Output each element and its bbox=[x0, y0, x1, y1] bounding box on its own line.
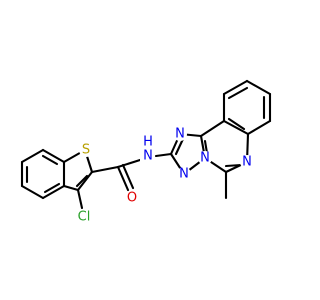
bond bbox=[116, 165, 130, 192]
bond bbox=[41, 184, 66, 200]
sulfur-atom: S bbox=[79, 143, 93, 158]
bond bbox=[76, 188, 84, 210]
bond bbox=[20, 148, 45, 164]
oxygen-atom: O bbox=[125, 191, 139, 206]
bond bbox=[245, 79, 272, 96]
bond bbox=[227, 117, 246, 131]
atom-label-n-quinazoline: N bbox=[242, 155, 252, 170]
bond bbox=[224, 163, 243, 168]
bond bbox=[121, 163, 135, 190]
bond bbox=[41, 154, 59, 166]
bond bbox=[222, 79, 249, 96]
quinazoline-n: N bbox=[240, 155, 254, 170]
bond bbox=[203, 139, 209, 155]
atom-label-h: H bbox=[143, 135, 153, 150]
bond bbox=[20, 184, 45, 200]
atom-label-n-triazole-bottom: N bbox=[179, 167, 189, 182]
bridge-n: N bbox=[198, 151, 212, 166]
chlorine-atom: Cl bbox=[71, 209, 97, 225]
bond bbox=[41, 148, 66, 164]
triazole-n-top: N bbox=[173, 127, 187, 142]
bond bbox=[116, 158, 142, 169]
bond bbox=[227, 86, 249, 100]
bond bbox=[76, 170, 94, 192]
bond bbox=[154, 152, 173, 158]
bond bbox=[62, 184, 80, 192]
bond bbox=[246, 119, 272, 136]
triazole-n-bottom: N bbox=[177, 167, 191, 182]
bond bbox=[174, 137, 185, 156]
atom-label-s: S bbox=[82, 143, 90, 158]
atom-label-n-bridge: N bbox=[200, 151, 210, 166]
bond bbox=[222, 119, 250, 136]
atom-label-o: O bbox=[127, 191, 137, 206]
molecule-structure: S Cl O N H N N bbox=[20, 79, 272, 225]
bond bbox=[199, 119, 226, 138]
bond bbox=[75, 174, 89, 188]
bond bbox=[90, 165, 120, 174]
bond bbox=[43, 182, 61, 194]
atom-label-cl: Cl bbox=[78, 210, 91, 225]
amide-nh: N H bbox=[140, 135, 155, 164]
atom-label-n-triazole-top: N bbox=[175, 127, 185, 142]
atom-label-n-amide: N bbox=[143, 149, 153, 164]
atom-labels: S Cl O N H N N bbox=[71, 127, 254, 225]
